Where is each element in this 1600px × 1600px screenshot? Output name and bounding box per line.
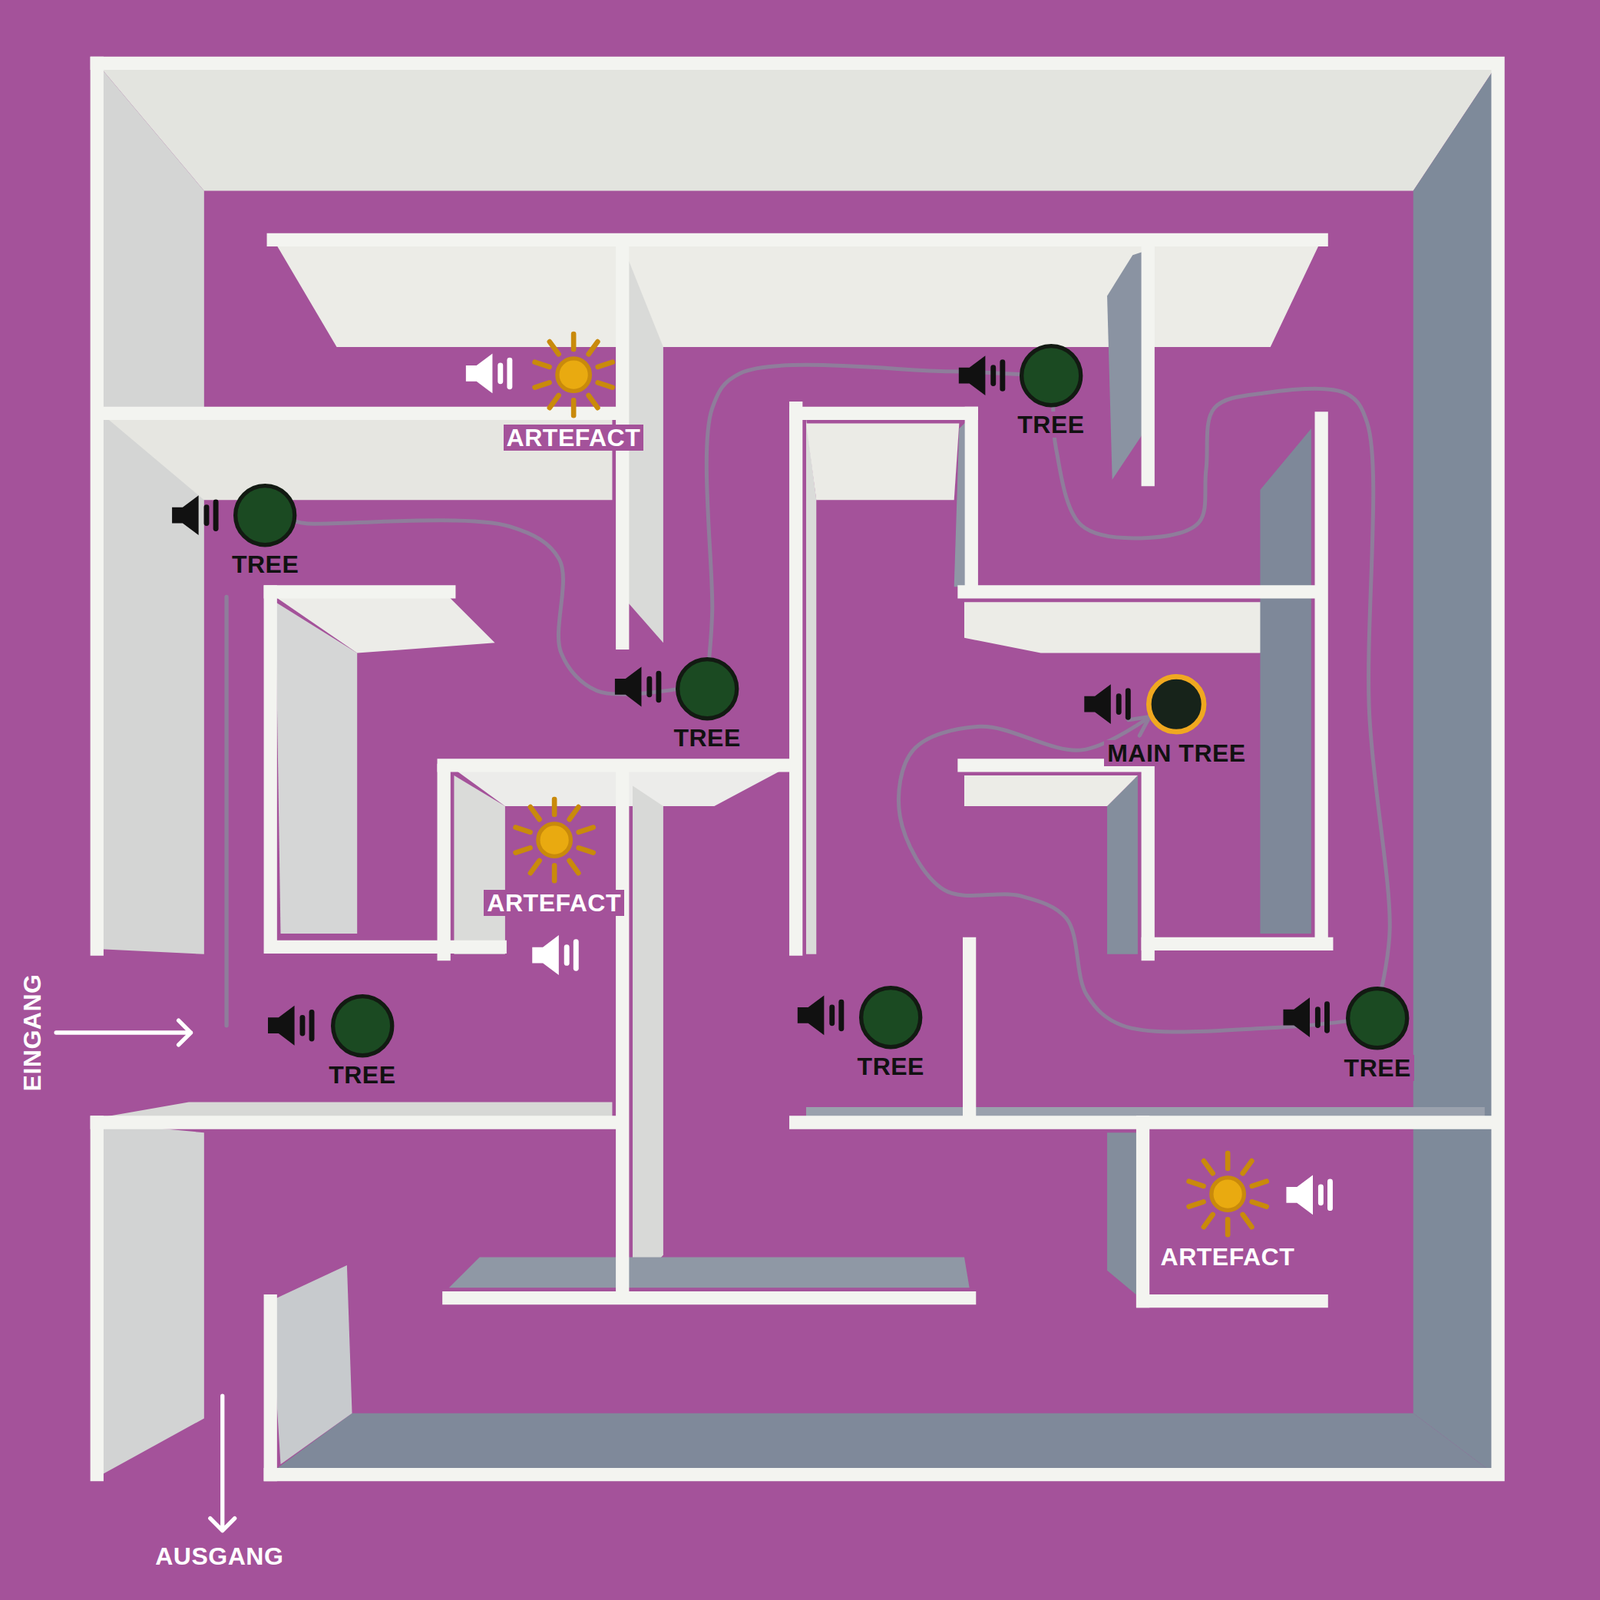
wall-top [1315,418,1329,944]
wall-face [806,423,959,501]
wall-face [96,62,1498,191]
marker-label: ARTEFACT [1157,1243,1299,1270]
route-connector [1053,388,1390,987]
wall-top [1143,1294,1323,1308]
tree-marker: TREE [1014,340,1088,438]
speaker-icon [1285,1174,1333,1215]
wall-top [264,1301,278,1475]
wall-top [962,943,976,1118]
wall-face [275,597,496,654]
direction-label: AUSGANG [152,1543,287,1570]
tree-icon [327,991,397,1061]
marker-label: TREE [1014,411,1088,438]
wall-face [1259,428,1311,934]
speaker-icon [171,495,219,536]
direction-arrow [210,1395,235,1531]
marker-label: TREE [228,551,302,578]
wall-face [806,418,817,955]
wall-top [90,1122,104,1475]
wall-top [1136,1122,1150,1302]
artefact-marker: ARTEFACT [1157,1147,1299,1270]
wall-face [964,601,1312,653]
wall-face [1107,775,1138,955]
route-connector [706,364,1019,658]
main-tree-marker: MAIN TREE [1104,669,1250,767]
artefact-marker: ARTEFACT [503,327,645,451]
speaker-icon [958,355,1005,396]
marker-label: ARTEFACT [503,424,645,451]
speaker-icon [1084,684,1131,724]
wall-top [270,585,450,599]
speaker-icon [614,667,662,708]
wall-face [96,62,205,954]
marker-label: TREE [670,724,744,751]
wall-top [102,406,613,420]
wall-face [96,1122,205,1475]
wall-face [1107,1132,1138,1296]
wall-top [90,62,104,949]
route-connector [296,520,676,695]
speaker-icon [267,1005,315,1046]
marker-label: ARTEFACT [483,889,625,916]
wall-face [632,785,664,1286]
wall-top [437,770,451,954]
main-tree-icon [1141,669,1211,739]
wall-top [615,775,629,1291]
speaker-icon [1282,997,1329,1038]
wall-top [449,1291,970,1305]
wall-face [1413,62,1498,1475]
wall-top [1147,937,1327,951]
wall-top [1141,244,1155,480]
tree-icon [1342,983,1412,1053]
route-line [224,597,229,1026]
marker-label: MAIN TREE [1104,740,1250,767]
wall-face [273,239,1322,348]
tree-icon [856,982,926,1052]
wall-top [796,406,972,420]
tree-icon [672,654,742,724]
speaker-icon [797,995,844,1036]
wall-top [964,585,1317,599]
sun-icon [526,327,621,422]
route-connector [898,717,1346,1032]
wall-top [1141,765,1155,955]
wall-face [453,775,505,955]
wall-top [789,408,803,949]
wall-top [273,233,1322,247]
wall-face [275,601,358,934]
marker-label: TREE [854,1053,928,1080]
marker-label: TREE [1341,1054,1415,1081]
tree-marker: TREE [670,654,744,751]
sun-icon [507,793,602,887]
wall-top [965,413,979,587]
wall-top [96,1115,612,1129]
tree-marker: TREE [325,991,399,1088]
tree-icon [1016,340,1086,410]
tree-marker: TREE [1341,983,1415,1081]
direction-arrow [56,1020,191,1045]
wall-face [964,775,1138,807]
marker-label: TREE [325,1061,399,1088]
tree-marker: TREE [854,982,928,1080]
sun-icon [1180,1147,1275,1241]
wall-face [270,1265,352,1465]
tree-icon [230,480,300,550]
speaker-icon [466,353,513,394]
wall-face [275,1413,1495,1475]
wall-face [102,1101,613,1118]
wall-top [96,62,1498,1475]
tree-marker: TREE [228,480,302,578]
wall-face [449,1256,970,1288]
artefact-marker: ARTEFACT [483,793,625,916]
speaker-icon [532,935,579,976]
direction-label: EINGANG [19,971,47,1095]
